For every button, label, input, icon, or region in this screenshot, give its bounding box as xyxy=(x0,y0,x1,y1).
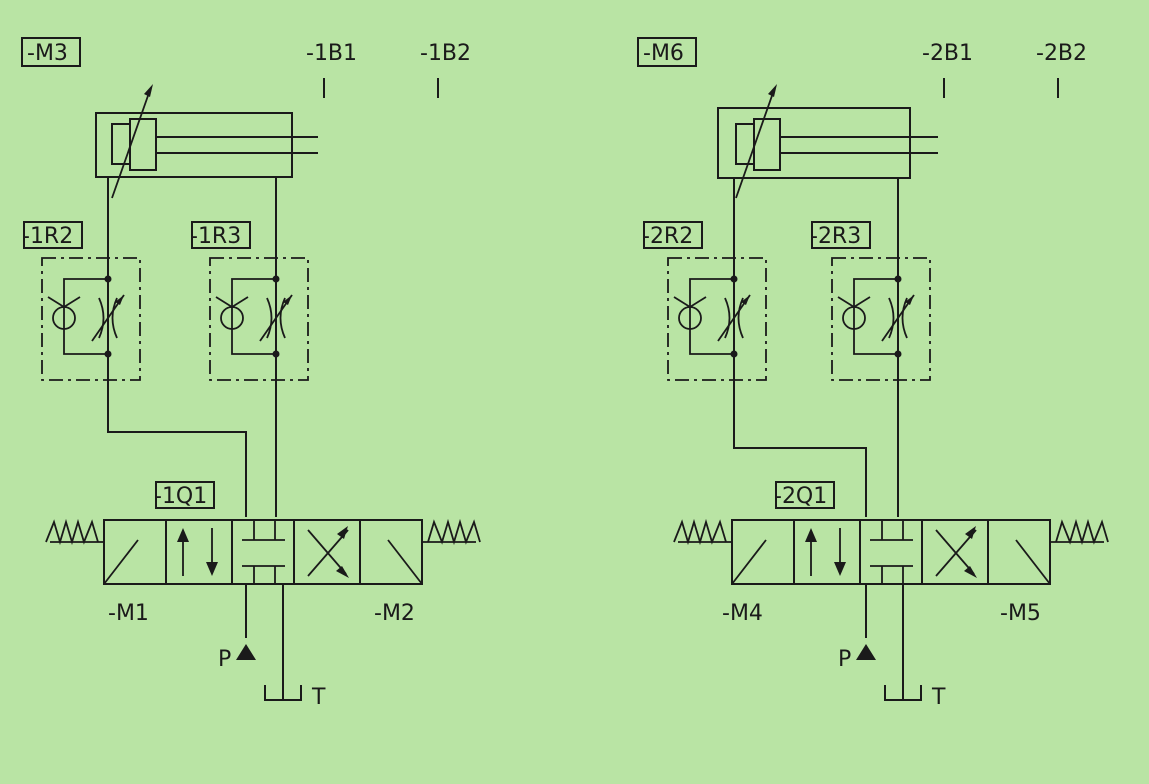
valve-tag-box xyxy=(775,481,835,509)
r3-tag-label: -1R3 xyxy=(190,224,241,249)
sensor-b2-label: -2B2 xyxy=(1036,41,1087,66)
sensor-b1-label: -1B1 xyxy=(306,41,357,66)
cylinder-tag-box xyxy=(637,37,697,67)
tank-icon xyxy=(884,685,922,701)
solenoid-left-label: -M1 xyxy=(108,601,149,626)
r3-tag-label: -2R3 xyxy=(810,224,861,249)
cylinder-tag-box xyxy=(21,37,81,67)
tank-icon xyxy=(264,685,302,701)
circuit-2: -M6 -2B1 -2B2 -2R2 -2R3 -2Q1 -M4 -M5 xyxy=(637,37,1109,710)
r2-tag-label: -1R2 xyxy=(22,224,73,249)
r2-tag-box xyxy=(643,221,703,249)
cylinder-tag-label: -M6 xyxy=(643,41,684,66)
cylinder xyxy=(95,84,318,199)
r2-tag-box xyxy=(23,221,83,249)
directional-valve-2q1 xyxy=(673,519,1109,585)
sensor-b1-label: -2B1 xyxy=(922,41,973,66)
cylinder xyxy=(717,84,938,199)
cylinder-tag-label: -M3 xyxy=(27,41,68,66)
valve-tag-label: -1Q1 xyxy=(154,484,207,509)
r2-tag-label: -2R2 xyxy=(642,224,693,249)
pressure-source-icon xyxy=(856,644,876,660)
solenoid-left-label: -M4 xyxy=(722,601,763,626)
port-p-label: P xyxy=(218,647,231,672)
sensor-b2-label: -1B2 xyxy=(420,41,471,66)
directional-valve-1q1 xyxy=(45,519,481,585)
solenoid-right-label: -M5 xyxy=(1000,601,1041,626)
port-t-label: T xyxy=(311,685,326,710)
solenoid-right-label: -M2 xyxy=(374,601,415,626)
port-t-label: T xyxy=(931,685,946,710)
valve-tag-label: -2Q1 xyxy=(774,484,827,509)
r3-tag-box xyxy=(811,221,871,249)
pressure-source-icon xyxy=(236,644,256,660)
port-p-label: P xyxy=(838,647,851,672)
circuit-1: -M3 -1B1 -1B2 -1R2 -1R3 -1Q1 -M1 -M2 xyxy=(21,37,481,710)
valve-tag-box xyxy=(155,481,215,509)
r3-tag-box xyxy=(191,221,251,249)
